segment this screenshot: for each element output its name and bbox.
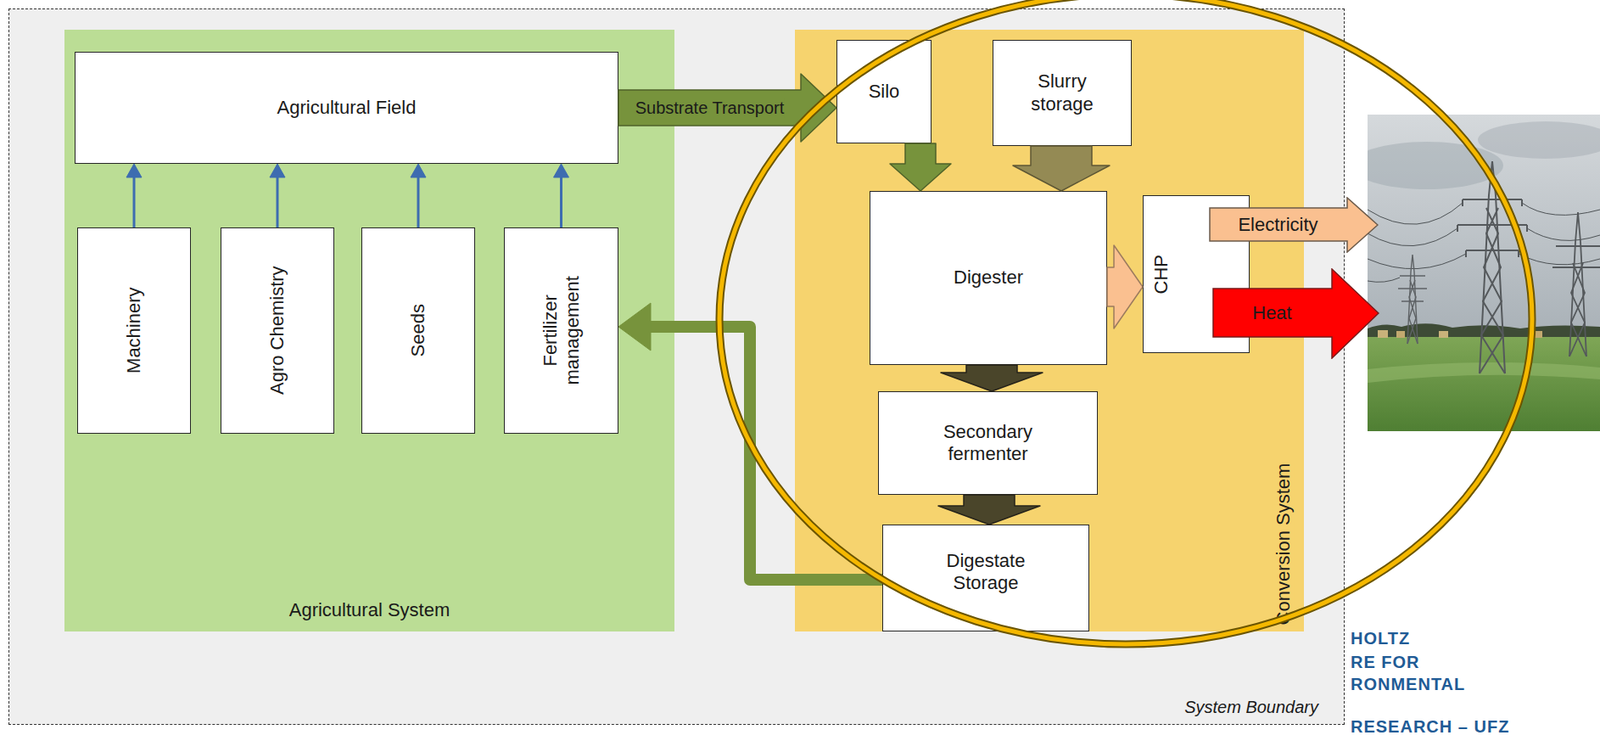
- storage-box: Slurry storage: [992, 39, 1132, 146]
- flow-connector: [1107, 245, 1143, 329]
- node-label: Slurry storage: [1019, 70, 1105, 116]
- flow-connector: [938, 494, 1041, 525]
- flow-connector: [618, 302, 883, 580]
- power-lines: [1367, 202, 1600, 282]
- arrow-shape: [1209, 197, 1378, 252]
- node-label: Silo: [868, 80, 901, 103]
- cloud: [1367, 141, 1504, 190]
- cloud: [1477, 121, 1600, 159]
- process-box: Digester: [869, 190, 1108, 365]
- node-label: Secondary fermenter: [924, 420, 1052, 466]
- label-holder: Conversion System: [1202, 532, 1366, 555]
- pylon: [1398, 254, 1427, 344]
- flow-line: [276, 177, 280, 228]
- flow-arrow: [940, 364, 1043, 392]
- hay-bale: [1377, 330, 1388, 338]
- process-box: Secondary fermenter: [878, 391, 1098, 495]
- node-label: Agricultural Field: [277, 96, 417, 119]
- arrow-head: [618, 302, 651, 351]
- process-box: Agricultural Field: [74, 51, 619, 164]
- input-box: Agro Chemistry: [220, 227, 335, 434]
- label-holder: HOLTZ: [1350, 627, 1410, 649]
- flow-arrow: [618, 73, 837, 142]
- storage-box: Silo: [836, 39, 932, 144]
- output-arrow: Heat: [1212, 268, 1380, 359]
- label-holder: Agricultural System: [64, 598, 675, 621]
- flow-line: [133, 177, 136, 228]
- panel-label: Agricultural System: [289, 598, 451, 621]
- logo-text: RE FOR: [1350, 651, 1421, 672]
- flow-line: [417, 177, 420, 228]
- flow-connector: [553, 163, 570, 228]
- pylon: [1552, 212, 1600, 357]
- input-box: Seeds: [361, 227, 476, 434]
- flow-line: [650, 326, 883, 580]
- node-label: CHP: [1150, 254, 1173, 294]
- flow-arrow: [889, 143, 952, 191]
- highlight-ellipse-outline: [719, 0, 1533, 644]
- arrow-head: [126, 163, 142, 178]
- label-holder: RONMENTAL: [1350, 673, 1466, 694]
- edge-label: Substrate Transport: [635, 97, 785, 118]
- label-holder: RESEARCH – UFZ: [1350, 716, 1510, 737]
- label-holder: System Boundary: [1184, 696, 1319, 717]
- system-panel: Agricultural FieldMachinery Agro Chemistr…: [64, 29, 675, 632]
- hay-bale: [1438, 330, 1449, 338]
- node-label: Agro Chemistry: [266, 266, 289, 396]
- storage-box: Digestate Storage: [882, 524, 1090, 632]
- node-label: Seeds: [407, 303, 430, 357]
- node-label: Heat: [1252, 302, 1292, 325]
- label-holder: Substrate Transport: [635, 97, 785, 118]
- flow-connector: [618, 73, 837, 142]
- flow-arrow: [1107, 245, 1143, 329]
- pylon-photo: [1367, 114, 1600, 431]
- flow-line: [559, 177, 563, 228]
- logo-text: RESEARCH – UFZ: [1350, 716, 1510, 737]
- hay-bale: [1396, 330, 1405, 338]
- label-holder: RE FOR: [1350, 651, 1421, 672]
- arrow-head: [269, 163, 286, 178]
- arrow-head: [410, 163, 426, 178]
- boundary-label: System Boundary: [1184, 696, 1319, 717]
- node-label: Fertilizer management: [538, 267, 584, 395]
- output-arrow: Electricity: [1208, 196, 1379, 253]
- flow-connector: [889, 143, 952, 191]
- node-label: Electricity: [1237, 213, 1318, 236]
- hay-bale: [1533, 330, 1543, 338]
- node-label: Digestate Storage: [922, 549, 1050, 595]
- arrow-shape: [1213, 268, 1379, 359]
- flow-connector: [1012, 145, 1110, 191]
- node-label: Machinery: [123, 287, 146, 374]
- node-label: Digester: [953, 266, 1024, 289]
- arrow-shape: [1212, 268, 1380, 359]
- arrow-head: [553, 163, 570, 178]
- flow-connector: [940, 364, 1043, 392]
- highlight-ellipse: [719, 0, 1533, 644]
- panel-label: Conversion System: [1272, 463, 1295, 626]
- flow-connector: [126, 163, 142, 228]
- logo-text: RONMENTAL: [1350, 673, 1466, 694]
- flow-arrow: [938, 494, 1041, 525]
- flow-arrow: [1012, 145, 1110, 191]
- input-box: Machinery: [77, 227, 191, 434]
- flow-connector: [269, 163, 286, 228]
- logo-text: HOLTZ: [1350, 627, 1410, 649]
- field: [1367, 336, 1600, 431]
- flow-connector: [410, 163, 426, 228]
- input-box: Fertilizer management: [503, 227, 619, 434]
- pylon: [1457, 161, 1528, 374]
